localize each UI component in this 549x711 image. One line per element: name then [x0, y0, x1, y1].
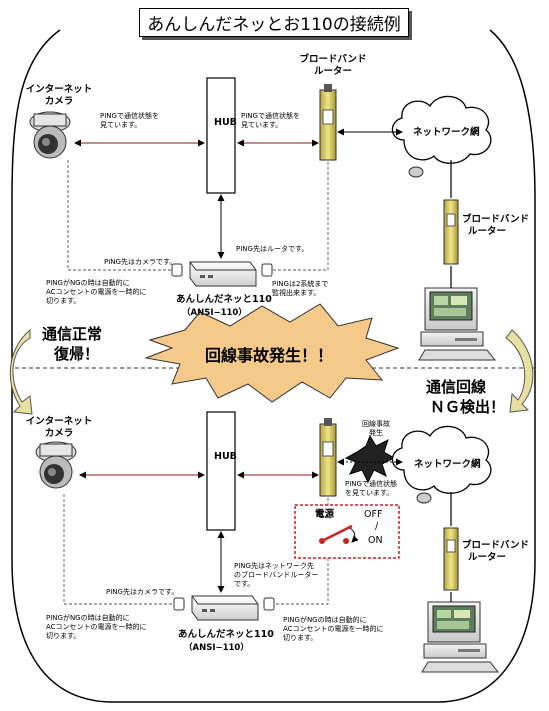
router2-icon	[443, 199, 459, 265]
incident-small-burst	[344, 434, 396, 484]
outer-frame	[11, 29, 536, 703]
network-cloud-icon-bottom	[391, 425, 492, 504]
pc-icon	[418, 287, 497, 361]
device-model: （ANSI−110）	[182, 308, 247, 318]
device-name-bottom: あんしんだネッと110	[178, 629, 274, 640]
power-switch-box	[294, 504, 400, 559]
camera-icon	[29, 111, 71, 159]
ping-target-camera-bottom: PING先はカメラです。	[106, 588, 179, 596]
network-label-bottom: ネットワーク網	[414, 459, 481, 470]
hub-label: HUB	[214, 117, 237, 128]
router-icon-bottom	[319, 418, 337, 497]
hub-label-bottom: HUB	[214, 451, 237, 462]
network-label: ネットワーク網	[413, 127, 480, 138]
router-icon	[319, 84, 337, 161]
camera-label-bottom: インターネットカメラ	[25, 416, 93, 439]
router2-icon-bottom	[443, 527, 459, 591]
power-label: 電源	[315, 509, 335, 520]
recovered-arrow	[9, 328, 33, 415]
device-name: あんしんだネッと110	[176, 294, 272, 305]
ping-target-camera: PING先はカメラです。	[104, 258, 177, 266]
ping-camera-status: PINGで通信状態を見ています。	[100, 112, 159, 129]
ansi-device-icon-bottom	[173, 595, 275, 621]
diagram-title-box: あんしんだネッとお110の接続例	[139, 8, 409, 37]
off-label: OFF	[364, 509, 383, 520]
pc-icon-bottom	[421, 601, 500, 673]
incident-small-label: 回線事故発生	[362, 420, 390, 437]
incident-label: 回線事故発生！！	[205, 346, 334, 365]
ping-two-systems: PINGは2系統まで監視出来ます。	[272, 280, 329, 297]
ansi-device-icon	[171, 261, 273, 287]
diagram-title: あんしんだネッとお110の接続例	[147, 15, 401, 35]
incident-burst	[144, 303, 400, 403]
ping-target-router: PING先はルータです。	[236, 245, 309, 253]
ping-status-bottom: PINGで通信状態を見ています。	[345, 480, 397, 497]
power-line-camera-bottom	[63, 494, 180, 605]
hub-box-bottom	[206, 411, 236, 531]
network-cloud-icon	[391, 95, 492, 178]
power-line-router	[265, 162, 329, 271]
ping-router-status: PINGで通信状態を見ています。	[241, 112, 300, 129]
router-label: ブロードバンドルーター	[299, 54, 367, 77]
ping-target-router-bottom: PING先はネットワーク先のブロードバンドルーターです。	[234, 562, 319, 588]
on-label: ON	[368, 535, 383, 546]
camera-label: インターネットカメラ	[25, 84, 93, 107]
ng-arrow	[505, 329, 534, 413]
camera-icon-bottom	[35, 441, 77, 489]
hub-box	[206, 77, 236, 194]
recovered-label: 通信正常復帰！	[42, 325, 103, 363]
power-line-camera	[67, 160, 178, 271]
device-model-bottom: （ANSI−110）	[184, 643, 249, 653]
router2-label-bottom: ブロードバンドルーター	[462, 540, 529, 563]
slash-separator: /	[375, 521, 379, 532]
router2-label: ブロードバンドルーター	[462, 214, 529, 237]
